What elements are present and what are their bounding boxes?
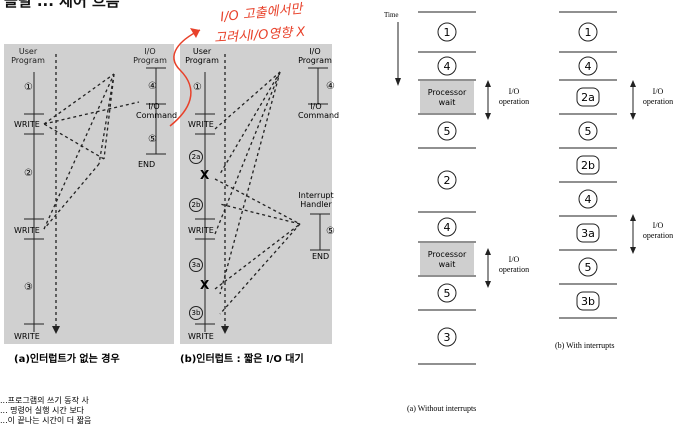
write-label-b-2: WRITE — [188, 226, 214, 235]
write-label-a-2: WRITE — [14, 226, 40, 235]
x-mark-b-1: X — [200, 168, 210, 182]
step-5-label-b: ⑤ — [326, 226, 335, 237]
step-label: 4 — [585, 60, 592, 73]
user-program-label-b: User Program — [185, 47, 219, 65]
processor-wait-label: Processor — [428, 88, 467, 97]
step-label: 4 — [444, 221, 451, 234]
caption-with-interrupts: (b) With interrupts — [555, 341, 615, 350]
step-marker — [578, 22, 598, 42]
step-marker — [576, 155, 600, 175]
step-label: 2b — [581, 159, 595, 172]
panel-b-diagram — [195, 54, 330, 334]
step-marker — [437, 327, 457, 347]
step-marker — [437, 56, 457, 76]
io-operation-label-a2: I/O operation — [498, 255, 530, 274]
step-marker — [437, 217, 457, 237]
caption-b: (b)인터럽트 : 짧은 I/O 대기 — [180, 354, 304, 365]
step-label: 5 — [444, 125, 451, 138]
x-mark-b-2: X — [200, 278, 210, 292]
processor-wait-label: wait — [439, 260, 456, 269]
end-label-b: END — [312, 252, 330, 261]
time-arrow — [395, 22, 401, 86]
step-marker — [437, 283, 457, 303]
step-label: 4 — [585, 193, 592, 206]
step-label: 3b — [581, 295, 595, 308]
korean-note-2: ... 명령어 실행 시간 보다 — [0, 406, 85, 415]
io-operation-label-b1: I/O operation — [642, 87, 674, 106]
processor-wait-box — [420, 243, 474, 275]
write-label-b-1: WRITE — [188, 120, 214, 129]
timeline-col-b: 1 4 2a 5 2b 4 3a 5 3b — [559, 11, 617, 319]
step-3b-label-b: 3b — [189, 306, 203, 320]
step-5-label-a: ⑤ — [148, 134, 157, 145]
caption-a: (a)인터럽트가 없는 경우 — [14, 354, 120, 365]
step-label: 5 — [585, 261, 592, 274]
page-header: 슬릴 ... 제어 흐름 — [4, 0, 120, 10]
end-label-a: END — [138, 160, 156, 169]
step-marker — [437, 121, 457, 141]
step-marker — [437, 170, 457, 190]
io-program-label-b: I/O Program — [298, 47, 332, 65]
step-marker — [576, 223, 600, 243]
step-marker — [576, 87, 600, 107]
step-marker — [578, 189, 598, 209]
step-label: 5 — [444, 287, 451, 300]
step-marker — [437, 22, 457, 42]
step-1-label-a: ① — [24, 82, 33, 93]
step-label: 2a — [581, 91, 595, 104]
step-label: 3a — [581, 227, 595, 240]
korean-note-3: ...이 끝나는 시간이 더 짧음 — [0, 416, 92, 425]
io-command-label-a: I/O Command — [136, 102, 178, 120]
step-4-label-a: ④ — [148, 81, 157, 92]
write-label-a-1: WRITE — [14, 120, 40, 129]
step-2a-label-b: 2a — [189, 150, 203, 164]
step-marker — [578, 121, 598, 141]
korean-note-1: ...프로그램의 쓰기 동작 사 — [0, 396, 89, 405]
user-program-label-a: User Program — [11, 47, 45, 65]
step-label: 1 — [444, 26, 451, 39]
panel-a-diagram — [24, 54, 166, 334]
io-operation-label-a1: I/O operation — [498, 87, 530, 106]
write-label-b-3: WRITE — [188, 332, 214, 341]
processor-wait-box — [420, 81, 474, 113]
step-marker — [576, 291, 600, 311]
step-marker — [578, 257, 598, 277]
io-program-label-a: I/O Program — [133, 47, 167, 65]
step-3a-label-b: 3a — [189, 258, 203, 272]
step-label: 2 — [444, 174, 451, 187]
step-label: 3 — [444, 331, 451, 344]
step-2-label-a: ② — [24, 168, 33, 179]
step-label: 4 — [444, 60, 451, 73]
step-marker — [578, 56, 598, 76]
io-command-label-b: I/O Command — [298, 102, 340, 120]
caption-without-interrupts: (a) Without interrupts — [407, 404, 477, 413]
step-2b-label-b: 2b — [189, 198, 203, 212]
panel-a — [4, 44, 174, 344]
step-1-label-b: ① — [193, 82, 202, 93]
io-operation-label-b2: I/O operation — [642, 221, 674, 240]
step-3-label-a: ③ — [24, 282, 33, 293]
step-label: 1 — [585, 26, 592, 39]
processor-wait-label: Processor — [428, 250, 467, 259]
time-label: Time — [384, 11, 399, 19]
step-4-label-b: ④ — [326, 81, 335, 92]
write-label-a-3: WRITE — [14, 332, 40, 341]
processor-wait-label: wait — [439, 98, 456, 107]
interrupt-handler-label: Interrupt Handler — [298, 191, 334, 209]
handwritten-arrow — [169, 28, 201, 127]
step-label: 5 — [585, 125, 592, 138]
